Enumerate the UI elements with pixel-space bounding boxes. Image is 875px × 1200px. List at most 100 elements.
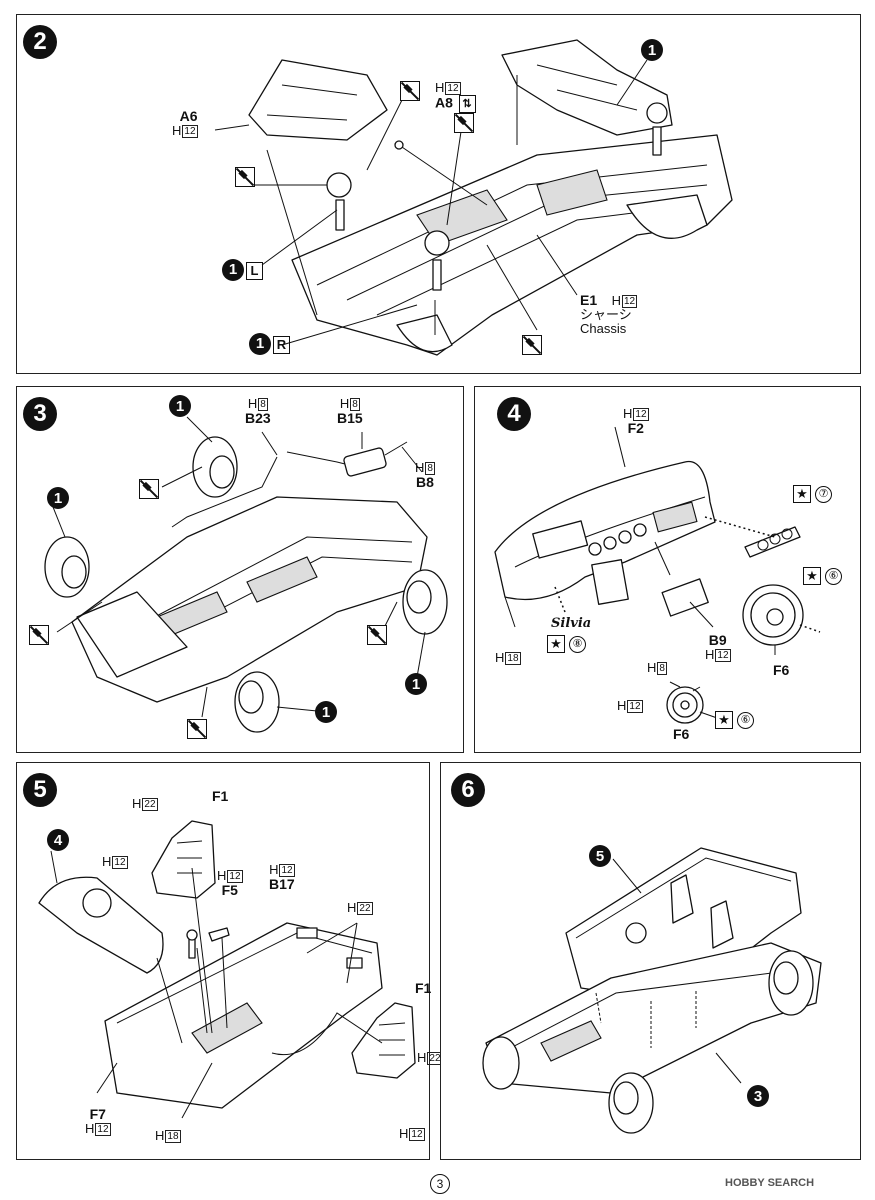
part-id-f7: F7 (89, 1106, 106, 1122)
h-prefix: H (623, 406, 633, 421)
runner-h18: 18 (165, 1130, 181, 1143)
cement-icon (367, 625, 387, 645)
step-5-illustration (38, 820, 416, 1119)
h-prefix: H (611, 293, 621, 308)
decal-7-label: ⑦ (815, 486, 832, 503)
h-prefix: H (705, 647, 715, 662)
decal-6-label: ⑥ (825, 568, 842, 585)
decal-star-icon: ★ (793, 485, 811, 503)
part-label-f1-top: F1 (212, 789, 228, 804)
part-label-f6-small: F6 (673, 727, 689, 742)
cement-icon (454, 113, 474, 133)
step-6-illustration (482, 847, 822, 1134)
step-4-illustration (494, 426, 821, 724)
runner-h12: 12 (409, 1128, 425, 1141)
runner-h22: 22 (357, 902, 373, 915)
dash-script-label: Silvia (551, 616, 592, 631)
h-prefix: H (269, 862, 279, 877)
watermark-logo: HOBBY SEARCH (725, 1177, 815, 1189)
h-prefix: H (417, 1050, 427, 1065)
part-id-f1: F1 (212, 788, 229, 804)
h-prefix: H (172, 123, 182, 138)
step-6-panel: 6 5 3 (440, 762, 861, 1160)
step-6-number: 6 (451, 773, 485, 807)
decal-star-icon: ★ (803, 567, 821, 585)
h-prefix: H (339, 396, 350, 411)
h-prefix: H (399, 1126, 409, 1141)
ref-step-1: 1 (169, 395, 191, 417)
runner-h12: 12 (627, 700, 643, 713)
part-label-f1-bottom: F1 (415, 981, 431, 996)
h-prefix: H (647, 660, 657, 675)
step-2-illustration (214, 39, 733, 356)
h-prefix: H (132, 796, 142, 811)
part-id-f5: F5 (221, 882, 238, 898)
h-prefix: H (415, 460, 425, 475)
chassis-en-label: Chassis (580, 321, 627, 336)
h-prefix: H (435, 80, 445, 95)
decal-8-label: ⑧ (569, 636, 586, 653)
step-4-number: 4 (497, 397, 531, 431)
h-prefix: H (217, 868, 227, 883)
rotate-arrows-icon: ⇅ (458, 95, 476, 113)
ref-step-3: 3 (747, 1085, 769, 1107)
cement-icon (187, 719, 207, 739)
h-prefix: H (347, 900, 357, 915)
part-id-f2: F2 (627, 420, 644, 436)
cement-icon (29, 625, 49, 645)
part-id-f6: F6 (673, 726, 690, 742)
h-prefix: H (85, 1121, 95, 1136)
runner-h12: 12 (182, 125, 198, 138)
runner-h12: 12 (715, 649, 731, 662)
chassis-jp-label: シャーシ (580, 307, 632, 322)
ref-step-1: 1 (315, 701, 337, 723)
step-5-number: 5 (23, 773, 57, 807)
part-id-b17: B17 (269, 876, 295, 892)
ref-step-5: 5 (589, 845, 611, 867)
part-id-f6: F6 (773, 662, 790, 678)
cement-icon (235, 167, 255, 187)
part-label-f6-large: F6 (773, 663, 789, 678)
ref-step-1: 1 (405, 673, 427, 695)
runner-h18: 18 (505, 652, 521, 665)
runner-h12: 12 (445, 82, 461, 95)
step-2-number: 2 (23, 25, 57, 59)
runner-h12: 12 (112, 856, 128, 869)
part-id-b9: B9 (708, 632, 727, 648)
cement-icon (400, 81, 420, 101)
part-id-e1: E1 (580, 292, 598, 308)
part-id-f1: F1 (415, 980, 432, 996)
h-prefix: H (495, 650, 505, 665)
part-id-a6: A6 (179, 108, 198, 124)
ref-step-4: 4 (47, 829, 69, 851)
ref-step-1: 1 (47, 487, 69, 509)
decal-6-label: ⑥ (737, 712, 754, 729)
cement-icon (522, 335, 542, 355)
h-prefix: H (247, 396, 258, 411)
part-id-b8: B8 (416, 474, 434, 490)
